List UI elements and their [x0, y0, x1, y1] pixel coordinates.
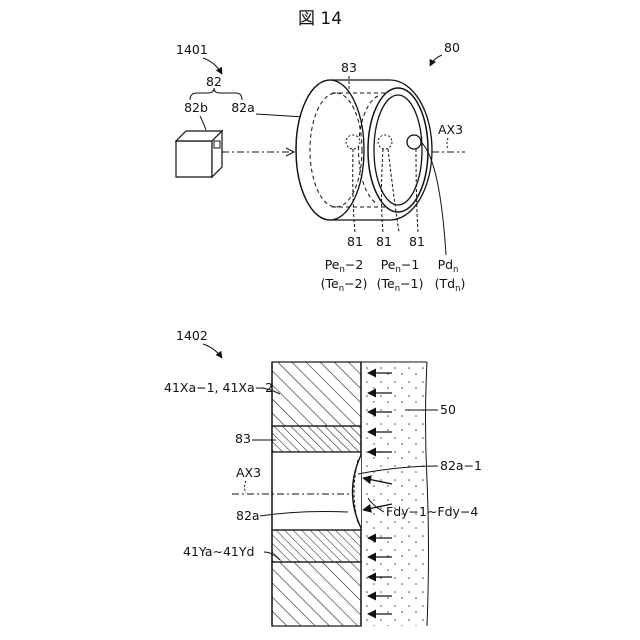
medium-region: [361, 362, 427, 626]
medium-label: 50: [440, 402, 456, 417]
top-axis-leader: [447, 138, 448, 150]
figure-title: 図 14: [298, 9, 342, 29]
upper-block: [272, 362, 361, 426]
bottom-diagram: 1402 AX3 41Xa−1, 41Xa−2 83 82a 41Ya∼41Yd: [164, 328, 482, 626]
point-mark-1: 81: [347, 234, 363, 249]
top-ref-label: 1401: [176, 42, 208, 57]
source-sub-b-label: 82b: [184, 100, 208, 115]
source-sub-b-leader: [200, 116, 206, 130]
lower-block-label: 41Ya∼41Yd: [183, 544, 254, 559]
bore-gap: [272, 452, 361, 530]
lower-block: [272, 562, 361, 626]
ring-cylinder: [296, 80, 432, 220]
device-label: 80: [444, 40, 460, 55]
top-ref-leader: [203, 58, 222, 74]
source-brace: [190, 88, 242, 100]
te1-label: (Ten−1): [377, 276, 424, 294]
pd-label: Pdn: [438, 257, 459, 275]
bottom-ref-label: 1402: [176, 328, 208, 343]
upper-block-label: 41Xa−1, 41Xa−2: [164, 380, 273, 395]
light-source-cube: [176, 131, 222, 177]
te2-label: (Ten−2): [321, 276, 368, 294]
ring-band-label: 83: [235, 431, 251, 446]
point-pe2-marker: [346, 135, 360, 149]
point-pd-marker: [407, 135, 421, 149]
pe2-label: Pen−2: [325, 257, 364, 275]
bottom-axis-leader: [245, 481, 247, 493]
bottom-ref-leader: [203, 344, 222, 358]
ring-band-upper: [272, 426, 361, 452]
point-mark-2: 81: [376, 234, 392, 249]
point-mark-4: 81: [409, 234, 425, 249]
bottom-axis-label: AX3: [236, 465, 261, 480]
source-label: 82: [206, 74, 222, 89]
point-pe1-marker: [378, 135, 392, 149]
device-leader: [430, 55, 442, 66]
source-82a-label: 82a: [236, 508, 260, 523]
top-axis-label: AX3: [438, 122, 463, 137]
td-label: (Tdn): [435, 276, 466, 294]
top-diagram: 1401 80 82 82b 82a: [176, 40, 465, 294]
ring-band-lower: [272, 530, 361, 562]
ring-label: 83: [341, 60, 357, 75]
surface-label: 82a−1: [440, 458, 482, 473]
pe1-label: Pen−1: [381, 257, 420, 275]
source-sub-a-label: 82a: [231, 100, 255, 115]
force-label: Fdy−1∼Fdy−4: [386, 504, 478, 519]
